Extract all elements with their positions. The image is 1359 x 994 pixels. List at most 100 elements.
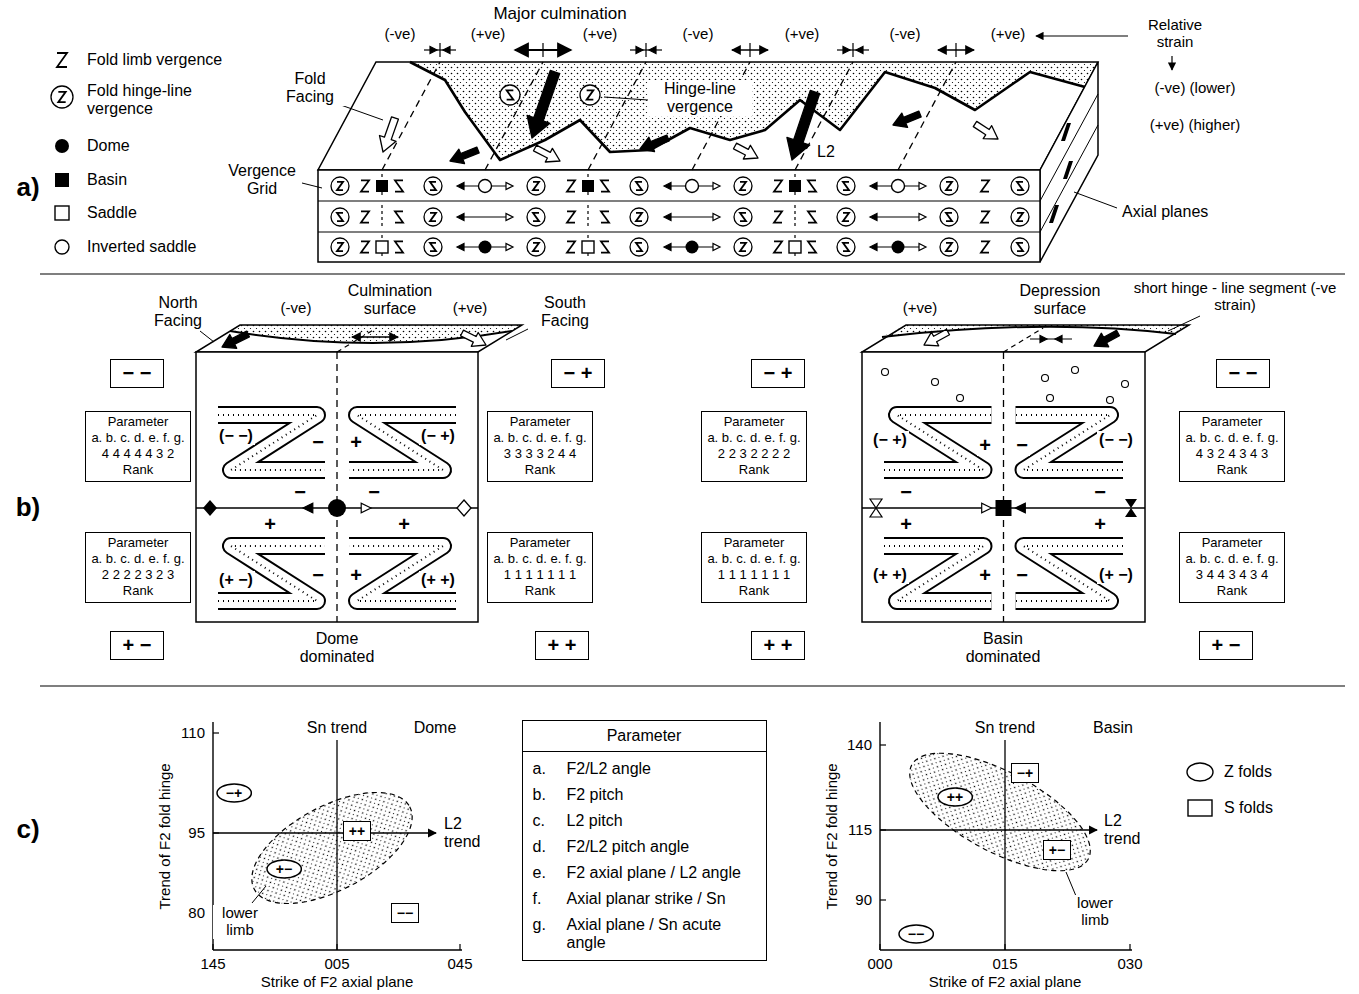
quadrant-label: (+ −) xyxy=(217,571,255,589)
lower-limb-field xyxy=(893,730,1107,895)
hinge-vergence-circle xyxy=(630,238,648,256)
s-fold-symbol: +− xyxy=(1043,840,1071,860)
sign-text: − + xyxy=(764,362,793,385)
hinge-vergence-symbol xyxy=(636,182,642,190)
block-front-face xyxy=(318,170,1040,262)
depression-symbol xyxy=(645,43,646,57)
grid-axial-trace xyxy=(587,205,588,229)
annotation: Basin dominated xyxy=(956,630,1050,666)
vergence-arrowhead xyxy=(361,503,371,513)
basin-fill-circle xyxy=(1042,375,1049,382)
sign-box: − − xyxy=(1216,359,1271,388)
sign-text: ++ xyxy=(947,789,963,805)
fold-layer xyxy=(349,546,456,601)
axis-tick: 140 xyxy=(845,737,874,754)
hinge-vergence-circle xyxy=(940,238,958,256)
leader-line xyxy=(1168,316,1200,331)
sign-box: − + xyxy=(751,359,806,388)
hinge-vergence-circle xyxy=(424,208,442,226)
panel-letter: b) xyxy=(14,493,43,522)
chart-title: Dome xyxy=(412,719,459,737)
hinge-vergence-symbol xyxy=(587,90,594,99)
axis-tick: 000 xyxy=(865,956,894,973)
parameter-letter: f. xyxy=(533,890,567,908)
vergence-arrowhead xyxy=(919,214,926,221)
limb-vergence-symbol xyxy=(981,241,989,252)
parameter-letter: a. xyxy=(533,760,567,778)
hinge-vergence-symbol xyxy=(843,243,849,251)
limb-vergence-symbol xyxy=(361,241,369,252)
legend-text: Inverted saddle xyxy=(85,238,198,256)
strain-sign: + xyxy=(396,513,412,535)
strain-label: (-ve) (lower) xyxy=(1153,80,1238,97)
axis-tick: 80 xyxy=(186,905,207,922)
vergence-arrowhead xyxy=(982,503,992,513)
hinge-vergence-circle xyxy=(527,238,545,256)
axial-plane-mark xyxy=(1049,205,1059,223)
lower-limb-ellipse xyxy=(893,730,1107,895)
sign-text: − + xyxy=(564,362,593,385)
strain-label: (-ve) xyxy=(279,300,314,317)
fold-facing-arrow xyxy=(461,330,486,346)
s-fold-symbol: −− xyxy=(391,903,419,923)
grid-vergence-line xyxy=(461,216,509,217)
limb-vergence-symbol xyxy=(395,241,403,252)
strain-sign: − xyxy=(292,481,308,503)
vergence-arrowhead xyxy=(636,47,643,54)
lower-limb-ellipse xyxy=(235,770,430,927)
vergence-arrowhead xyxy=(870,183,877,190)
vergence-arrowhead xyxy=(856,47,863,54)
vergence-arrowhead xyxy=(713,214,720,221)
sign-text: + − xyxy=(1212,634,1241,657)
dome-symbol xyxy=(328,499,346,517)
strain-label: (+ve) xyxy=(469,26,508,43)
annotation: lower limb xyxy=(1065,895,1125,929)
culmination-symbol xyxy=(203,500,217,516)
limb-vergence-symbol xyxy=(601,241,609,252)
legend-text: Fold limb vergence xyxy=(85,51,224,69)
culmination-symbol xyxy=(749,43,750,57)
strain-sign: + xyxy=(898,513,914,535)
annotation: L2 trend xyxy=(1102,812,1156,848)
hinge-vergence-circle xyxy=(734,208,752,226)
leader-line xyxy=(604,97,648,100)
strain-label: (-ve) xyxy=(888,26,923,43)
limb-vergence-symbol xyxy=(361,180,369,191)
vergence-arrowhead xyxy=(870,244,877,251)
hinge-vergence-symbol xyxy=(533,182,539,190)
sn-trend-line xyxy=(336,740,337,950)
leader-line xyxy=(506,328,530,340)
hinge-vergence-symbol xyxy=(636,243,642,251)
annotation: Vergence Grid xyxy=(222,162,302,198)
sign-text: +− xyxy=(1049,842,1065,858)
legend-symbol xyxy=(55,139,69,153)
fold-facing-arrow xyxy=(973,121,998,139)
s-fold-symbol: −+ xyxy=(1011,763,1039,783)
saddle-symbol xyxy=(582,241,594,253)
sign-box: − + xyxy=(551,359,606,388)
vergence-arrow xyxy=(450,147,479,164)
fold-layer-outline xyxy=(218,415,325,470)
sign-box: + + xyxy=(535,631,590,660)
hinge-vergence-symbol xyxy=(430,243,436,251)
vergence-arrowhead xyxy=(457,183,464,190)
hinge-vergence-symbol xyxy=(946,182,952,190)
table-text: Parameter xyxy=(707,414,800,430)
hinge-vergence-symbol xyxy=(740,213,746,221)
parameter-name: L2 pitch xyxy=(567,812,756,830)
vergence-arrowhead xyxy=(664,214,671,221)
table-heading: Parameter xyxy=(523,721,766,752)
parameter-table: Parametera. b. c. d. e. f. g.1 1 1 1 1 1… xyxy=(487,532,592,603)
rank-values: 4 3 2 4 3 4 3 xyxy=(1185,446,1278,462)
axis-tick: 110 xyxy=(179,725,207,742)
annotation: Relative strain xyxy=(1131,17,1219,51)
annotation: Sn trend xyxy=(973,719,1037,737)
grid-axial-trace xyxy=(381,205,382,229)
limb-vergence-symbol xyxy=(567,211,575,222)
limb-vergence-symbol xyxy=(808,180,816,191)
hinge-vergence-circle xyxy=(940,208,958,226)
strain-sign: + xyxy=(977,434,993,456)
panel-letter: a) xyxy=(14,173,41,202)
limb-vergence-symbol xyxy=(774,180,782,191)
